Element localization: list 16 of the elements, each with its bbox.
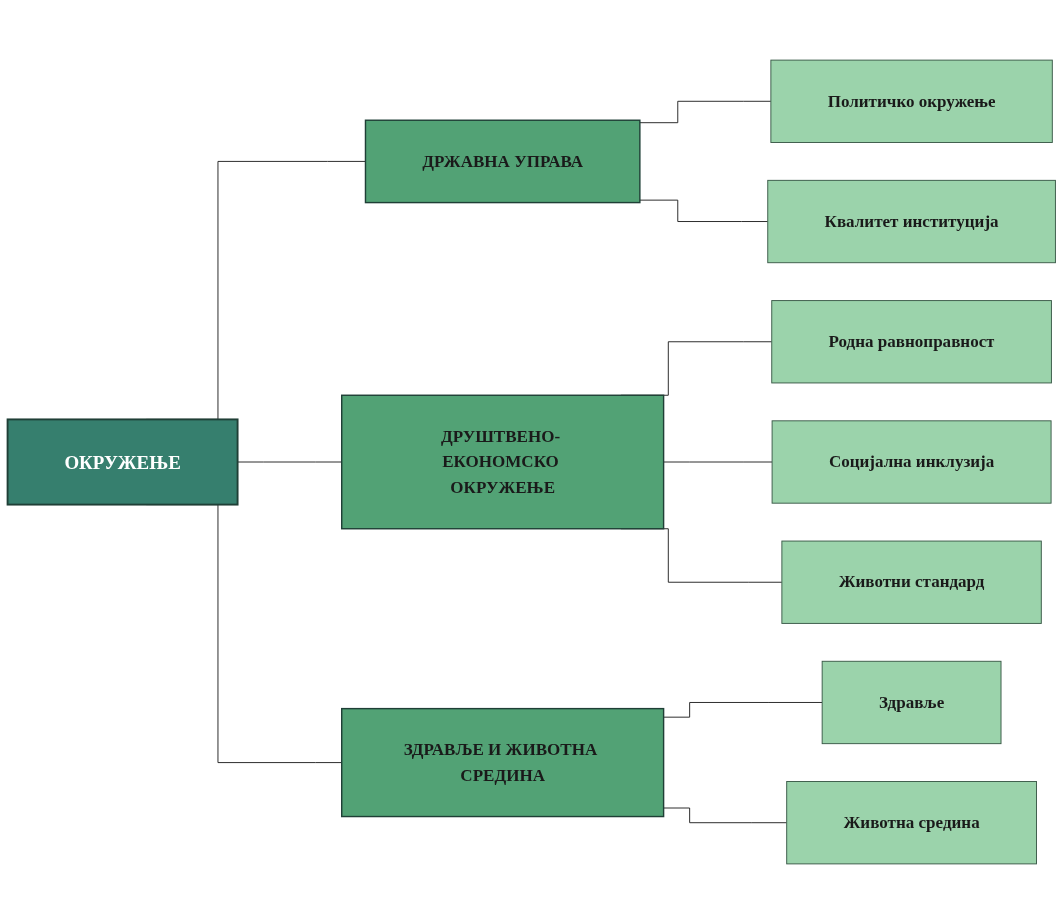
connector — [639, 199, 769, 222]
node-box: ОКРУЖЕЊЕ — [6, 418, 239, 506]
node-box: ДРУШТВЕНО- ЕКОНОМСКО ОКРУЖЕЊЕ — [341, 394, 665, 530]
node-box: Квалитет институција — [767, 179, 1056, 264]
connector — [639, 100, 772, 124]
connector — [663, 461, 773, 463]
node-box: ДРЖАВНА УПРАВА — [364, 119, 641, 204]
node-box: ЗДРАВЉЕ И ЖИВОТНА СРЕДИНА — [341, 707, 665, 818]
node-box: Политичко окружење — [770, 59, 1053, 143]
node-box: Социјална инклузија — [771, 420, 1052, 504]
node-box: Здравље — [821, 660, 1002, 745]
node-box: Животни стандард — [781, 540, 1042, 624]
node-box: Родна равноправност — [771, 300, 1052, 384]
node-box: Животна средина — [786, 781, 1037, 865]
connector — [663, 807, 788, 824]
connector — [663, 702, 823, 718]
